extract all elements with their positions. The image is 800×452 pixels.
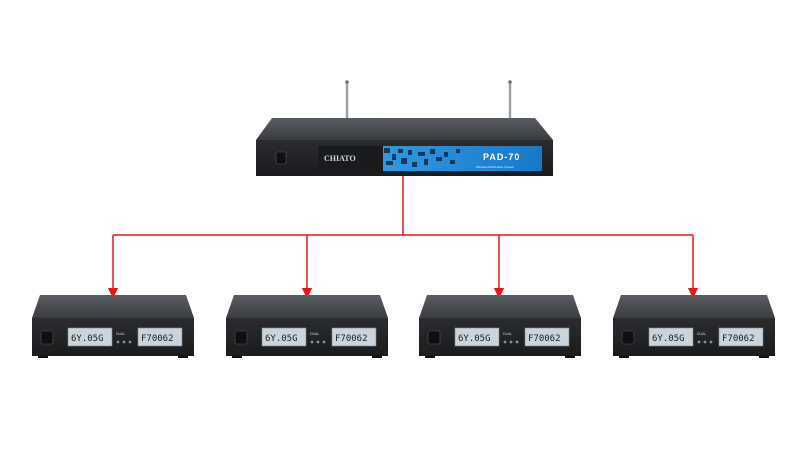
receiver-button	[697, 340, 701, 344]
receiver-center-label: DUAL	[116, 332, 125, 336]
receiver-device: 6Y.05G DUAL F70062	[32, 295, 194, 358]
receiver-device: 6Y.05G DUAL F70062	[613, 295, 775, 358]
receiver-top	[419, 295, 581, 318]
receiver-button	[703, 340, 707, 344]
receiver-button	[122, 340, 126, 344]
transmitter-device: CHIATO PAD-70 Wireless Distribution Syst…	[256, 80, 553, 176]
receiver-display-right	[718, 327, 764, 347]
receiver-display-right	[137, 327, 183, 347]
receiver-power-button	[427, 330, 441, 345]
receiver-button	[116, 340, 120, 344]
receiver-center-label: DUAL	[310, 332, 319, 336]
receiver-display-left	[261, 327, 307, 347]
panel-pattern	[384, 148, 460, 167]
receiver-power-button	[40, 330, 54, 345]
receiver-display-left-text: 6Y.05G	[71, 334, 104, 344]
receiver-button	[310, 340, 314, 344]
receiver-button	[316, 340, 320, 344]
receiver-center-label: DUAL	[503, 332, 512, 336]
receiver-button	[503, 340, 507, 344]
connector-lines	[107, 176, 699, 299]
receiver-device: 6Y.05G DUAL F70062	[226, 295, 388, 358]
receiver-button	[128, 340, 132, 344]
transmitter-brand: CHIATO	[324, 154, 356, 163]
receiver-display-left-text: 6Y.05G	[458, 334, 491, 344]
receiver-display-right	[331, 327, 377, 347]
receiver-button	[709, 340, 713, 344]
receiver-button	[515, 340, 519, 344]
receiver-device: 6Y.05G DUAL F70062	[419, 295, 581, 358]
receiver-power-button	[234, 330, 248, 345]
receiver-top	[613, 295, 775, 318]
receiver-display-right-text: F70062	[141, 334, 174, 344]
receiver-display-left	[648, 327, 694, 347]
receiver-group: 6Y.05G DUAL F70062 6Y.05G DUAL F70062 6Y.05G DU…	[32, 295, 775, 358]
transmitter-model: PAD-70	[483, 152, 520, 162]
receiver-top	[226, 295, 388, 318]
receiver-display-right	[524, 327, 570, 347]
receiver-button	[322, 340, 326, 344]
receiver-display-right-text: F70062	[335, 334, 368, 344]
receiver-display-left	[454, 327, 500, 347]
receiver-display-left-text: 6Y.05G	[265, 334, 298, 344]
receiver-power-button	[621, 330, 635, 345]
receiver-center-label: DUAL	[697, 332, 706, 336]
receiver-top	[32, 295, 194, 318]
receiver-display-right-text: F70062	[528, 334, 561, 344]
transmitter-subtitle: Wireless Distribution System	[476, 165, 515, 169]
receiver-display-right-text: F70062	[722, 334, 755, 344]
receiver-display-left	[67, 327, 113, 347]
receiver-button	[509, 340, 513, 344]
receiver-display-left-text: 6Y.05G	[652, 334, 685, 344]
transmitter-top	[256, 118, 553, 140]
power-button	[275, 151, 287, 165]
